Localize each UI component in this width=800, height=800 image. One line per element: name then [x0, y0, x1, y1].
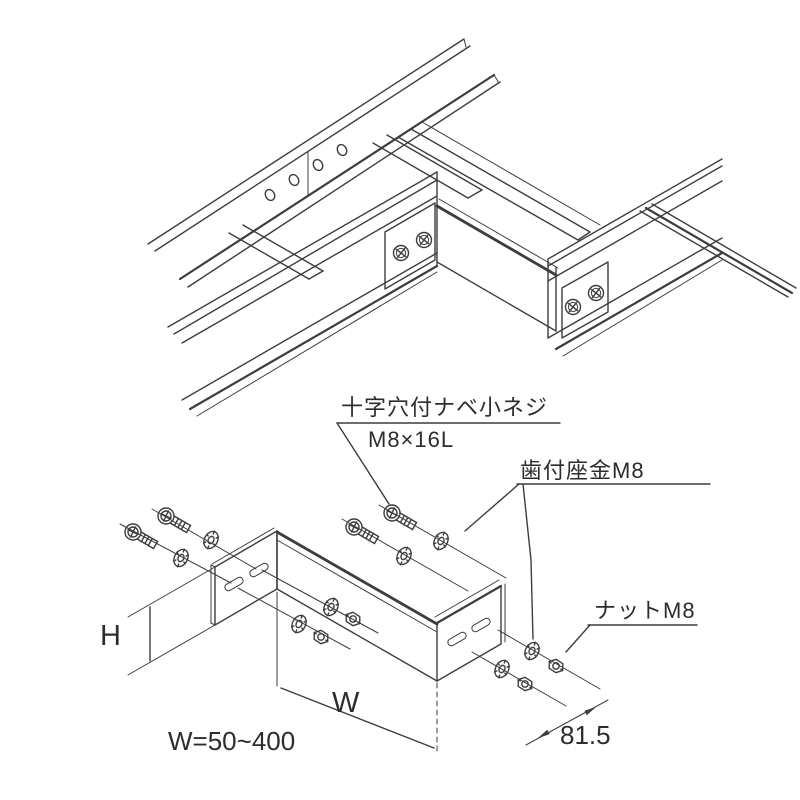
leader-washer-left	[464, 483, 520, 532]
ladder-rung	[397, 121, 601, 241]
dim-w-label: W	[332, 687, 360, 719]
label-screw: 十字穴付ナベ小ネジ M8×16L	[336, 395, 561, 505]
ladder-rung	[639, 203, 797, 298]
washer-icon	[200, 528, 222, 552]
screw-icon	[345, 518, 380, 545]
screw-label-line1: 十字穴付ナベ小ネジ	[341, 395, 548, 420]
near-rail-upper	[167, 171, 439, 417]
dim-w-range-label: W=50~400	[168, 726, 295, 756]
dim-81-5-label: 81.5	[560, 720, 611, 750]
dim-81-5: 81.5	[525, 699, 611, 750]
near-rail-lower	[547, 158, 724, 357]
assembly-view	[147, 38, 797, 417]
offset-bracket	[210, 527, 506, 682]
screw-icon	[124, 523, 159, 550]
washer-icon	[170, 546, 192, 570]
bracket-left-flange	[210, 527, 278, 626]
label-washer: 歯付座金M8	[464, 458, 711, 640]
washer-icon	[393, 544, 415, 568]
leader-washer-right	[522, 483, 534, 640]
washer-label: 歯付座金M8	[520, 458, 645, 483]
bracket-web	[275, 530, 439, 682]
bolt-head	[586, 283, 606, 303]
bracket-tab-installed	[561, 261, 609, 339]
bolt-head	[414, 230, 434, 250]
leader-screw	[336, 422, 390, 505]
slot-hole	[224, 576, 244, 592]
dim-h: H	[100, 566, 216, 676]
washer-icon	[521, 639, 543, 663]
washer-icon	[288, 612, 310, 636]
label-nut: ナットM8	[565, 598, 698, 653]
nut-icon	[313, 629, 329, 645]
ladder-rung	[228, 224, 324, 280]
slot-hole	[471, 617, 491, 633]
nut-label: ナットM8	[594, 598, 696, 623]
bracket-end-tab	[434, 579, 506, 682]
exploded-view: 十字穴付ナベ小ネジ M8×16L 歯付座金M8 ナットM8 H	[100, 395, 711, 756]
dim-h-label: H	[100, 620, 121, 652]
ladder-rung	[372, 134, 483, 199]
bolt-head	[563, 297, 583, 317]
offset-bracket-web	[435, 198, 559, 332]
bracket-flange-installed	[384, 202, 436, 290]
slot-hole	[447, 631, 467, 647]
bolt-head	[391, 243, 411, 263]
dim-w: W W=50~400	[168, 591, 438, 756]
screw-label-line2: M8×16L	[368, 427, 454, 452]
leader-nut	[565, 624, 591, 653]
nut-icon	[517, 676, 533, 692]
slot-hole	[249, 562, 269, 578]
far-rail	[147, 38, 501, 288]
